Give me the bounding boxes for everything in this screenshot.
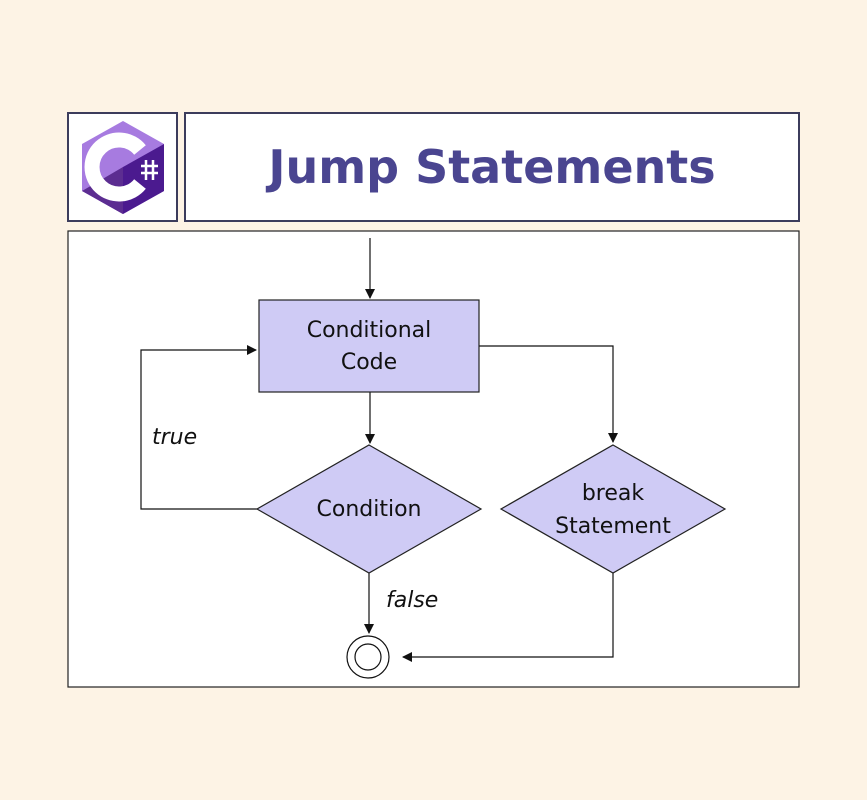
svg-text:Statement: Statement: [555, 514, 671, 539]
svg-text:Condition: Condition: [317, 497, 422, 522]
true-label: true: [152, 425, 197, 450]
decision-node-condition: Condition: [255, 444, 483, 574]
decision-node-break: break Statement: [499, 444, 727, 574]
hash-icon: [141, 160, 158, 180]
process-node-conditional-code: Conditional Code: [258, 299, 480, 393]
csharp-logo: [67, 112, 178, 222]
diagram-frame: [67, 230, 800, 688]
svg-text:break: break: [582, 481, 645, 506]
break-exit-arrow: [402, 573, 614, 662]
true-loop-arrow: [140, 345, 257, 510]
svg-text:Conditional: Conditional: [307, 318, 432, 343]
title-box: [184, 112, 800, 222]
svg-text:Code: Code: [341, 350, 397, 375]
false-label: false: [386, 588, 438, 613]
page-title: Jump Statements: [265, 140, 715, 194]
end-node: [346, 635, 390, 679]
to-break-arrow: [479, 345, 618, 443]
